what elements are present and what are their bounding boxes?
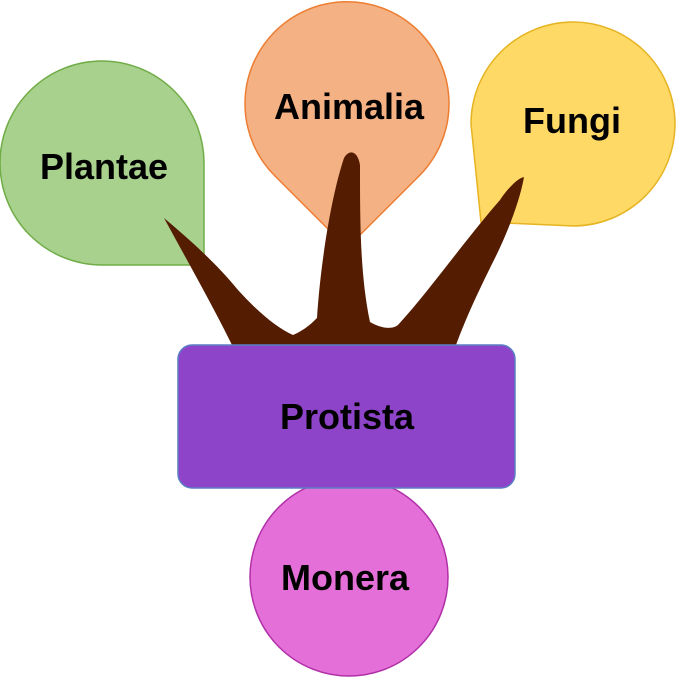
animalia-label: Animalia — [274, 86, 425, 127]
protista-shape — [177, 344, 516, 489]
protista-node: Protista — [177, 344, 516, 489]
plantae-node: Plantae — [0, 60, 205, 266]
protista-label: Protista — [280, 396, 415, 437]
monera-node: Monera — [249, 477, 449, 677]
fungi-node: Fungi — [470, 21, 676, 227]
plantae-shape — [0, 60, 205, 266]
monera-label: Monera — [281, 557, 410, 598]
plantae-label: Plantae — [40, 146, 168, 187]
tree-trunk — [164, 152, 524, 345]
animalia-node: Animalia — [244, 1, 450, 250]
fungi-shape — [470, 21, 676, 227]
animalia-shape — [244, 1, 450, 250]
fungi-label: Fungi — [523, 100, 621, 141]
